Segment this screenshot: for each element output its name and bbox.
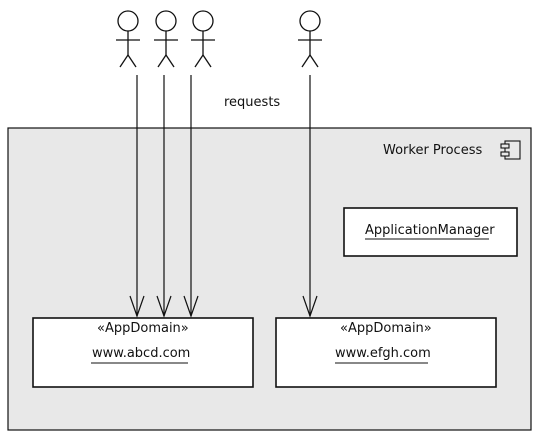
actor-icon — [191, 10, 215, 68]
application-manager-box: ApplicationManager — [343, 207, 518, 257]
worker-process-title: Worker Process — [383, 143, 482, 158]
request-arrow — [183, 75, 199, 318]
actor-icon — [116, 10, 140, 68]
appdomain-stereotype: «AppDomain» — [97, 321, 189, 336]
actor-icon — [154, 10, 178, 68]
request-arrow — [302, 75, 318, 318]
appdomain-name: www.efgh.com — [335, 346, 431, 361]
appdomain-stereotype: «AppDomain» — [340, 321, 432, 336]
application-manager-label: ApplicationManager — [365, 223, 495, 238]
component-icon — [500, 140, 521, 160]
requests-label: requests — [224, 95, 280, 110]
actor-icon — [298, 10, 322, 68]
request-arrow — [129, 75, 145, 318]
appdomain-box-efgh: «AppDomain» www.efgh.com — [275, 317, 497, 388]
appdomain-box-abcd: «AppDomain» www.abcd.com — [32, 317, 254, 388]
appdomain-name: www.abcd.com — [92, 346, 190, 361]
request-arrow — [156, 75, 172, 318]
